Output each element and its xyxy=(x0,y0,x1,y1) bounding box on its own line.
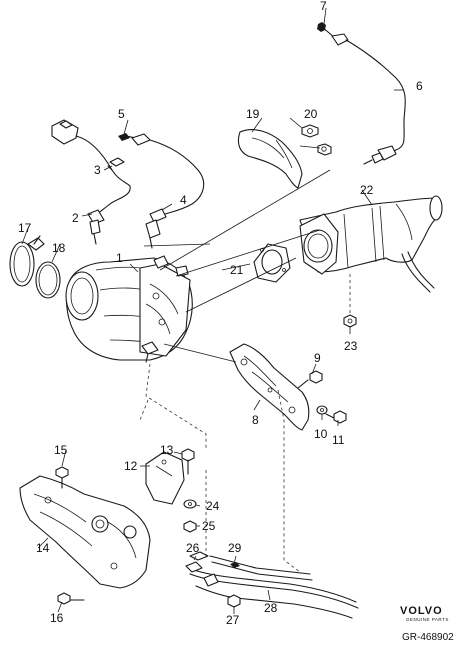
callout-13: 13 xyxy=(160,443,174,457)
callout-16: 16 xyxy=(50,611,64,625)
part-25-nut xyxy=(183,520,197,533)
part-8-bracket xyxy=(229,343,310,431)
callout-23: 23 xyxy=(344,339,358,353)
callout-6: 6 xyxy=(416,79,423,93)
part-20-nut xyxy=(301,124,332,156)
part-6-lambda-sensor xyxy=(331,33,406,165)
callout-19: 19 xyxy=(246,107,260,121)
volvo-brand-text: VOLVO xyxy=(400,605,443,617)
callout-25: 25 xyxy=(202,519,216,533)
part-3-clip xyxy=(107,157,125,171)
volvo-brand-subtitle: GENUINE PARTS xyxy=(406,617,449,622)
callout-21: 21 xyxy=(230,263,244,277)
reference-code: GR-468902 xyxy=(402,632,454,643)
part-2-lambda-sensor xyxy=(51,119,131,245)
part-17-clamp xyxy=(9,235,45,287)
part-22-downpipe xyxy=(299,195,443,293)
callout-8: 8 xyxy=(252,413,259,427)
callout-15: 15 xyxy=(54,443,68,457)
part-12-bracket xyxy=(145,451,185,505)
callout-20: 20 xyxy=(304,107,318,121)
part-26-clip xyxy=(189,551,209,561)
callout-7: 7 xyxy=(320,0,327,13)
callout-9: 9 xyxy=(314,351,321,365)
callout-28: 28 xyxy=(264,601,278,615)
part-10-washer xyxy=(316,405,328,415)
callout-11: 11 xyxy=(332,433,345,447)
callout-2: 2 xyxy=(72,211,79,225)
dashed-assembly-lines xyxy=(139,363,301,573)
part-14-support-bracket xyxy=(19,475,151,589)
part-16-bolt xyxy=(57,592,85,605)
callout-4: 4 xyxy=(180,193,187,207)
callout-10: 10 xyxy=(314,427,328,441)
callout-18: 18 xyxy=(52,241,66,255)
callout-27: 27 xyxy=(226,613,240,627)
callout-numbers: 7 6 5 3 2 4 19 20 22 21 23 17 18 1 9 8 1… xyxy=(18,0,423,627)
part-29-clip xyxy=(230,562,240,568)
callout-1: 1 xyxy=(116,251,123,265)
callout-26: 26 xyxy=(186,541,200,555)
part-24-washer xyxy=(183,499,197,509)
callout-5: 5 xyxy=(118,107,125,121)
part-9-bolt xyxy=(297,370,323,389)
part-21-gasket xyxy=(253,243,291,283)
part-11-bolt xyxy=(325,410,347,424)
part-4-lambda-sensor xyxy=(131,133,205,249)
callout-3: 3 xyxy=(94,163,101,177)
part-15-bolt xyxy=(55,466,69,489)
callout-14: 14 xyxy=(36,541,50,555)
part-1-catalytic-converter xyxy=(65,255,193,363)
part-23-nut xyxy=(343,274,357,328)
part-19-heat-shield xyxy=(237,129,303,189)
volvo-logo: VOLVO GENUINE PARTS xyxy=(400,605,449,622)
callout-24: 24 xyxy=(206,499,220,513)
part-27-clip xyxy=(227,594,241,608)
part-18-seal xyxy=(35,261,61,299)
callout-12: 12 xyxy=(124,459,138,473)
callout-22: 22 xyxy=(360,183,374,197)
part-28-pipe-assembly xyxy=(185,555,359,619)
callout-17: 17 xyxy=(18,221,32,235)
callout-29: 29 xyxy=(228,541,242,555)
part-13-bolt xyxy=(181,448,195,475)
leader-lines xyxy=(21,7,404,614)
